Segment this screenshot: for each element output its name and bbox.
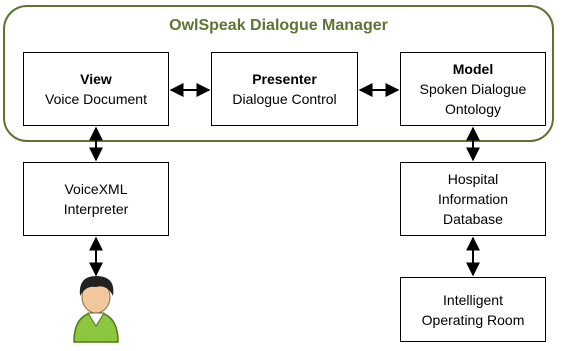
presenter-subtitle: Dialogue Control: [232, 91, 337, 107]
model-subtitle-line1: Spoken Dialogue: [419, 81, 527, 97]
presenter-title: Presenter: [252, 71, 317, 87]
hospital-database-box: Hospital Information Database: [400, 162, 546, 236]
view-subtitle: Voice Document: [45, 91, 147, 107]
voicexml-interpreter-box: VoiceXML Interpreter: [23, 162, 169, 236]
model-title: Model: [452, 61, 494, 77]
voicexml-line1: VoiceXML: [64, 181, 128, 197]
hospital-line2: Information: [437, 191, 509, 207]
operating-room-box: Intelligent Operating Room: [400, 277, 546, 342]
view-box: View Voice Document: [23, 52, 169, 126]
user-icon: [73, 276, 119, 343]
operating-room-line1: Intelligent: [443, 291, 503, 308]
voicexml-line2: Interpreter: [63, 201, 129, 217]
view-title: View: [80, 71, 112, 87]
model-box: Model Spoken Dialogue Ontology: [400, 52, 546, 126]
hospital-line3: Database: [443, 211, 503, 227]
hospital-line1: Hospital: [447, 171, 499, 187]
presenter-box: Presenter Dialogue Control: [211, 52, 358, 126]
manager-title: OwlSpeak Dialogue Manager: [169, 17, 388, 34]
model-subtitle-line2: Ontology: [444, 101, 502, 117]
operating-room-line2: Operating Room: [421, 311, 525, 328]
